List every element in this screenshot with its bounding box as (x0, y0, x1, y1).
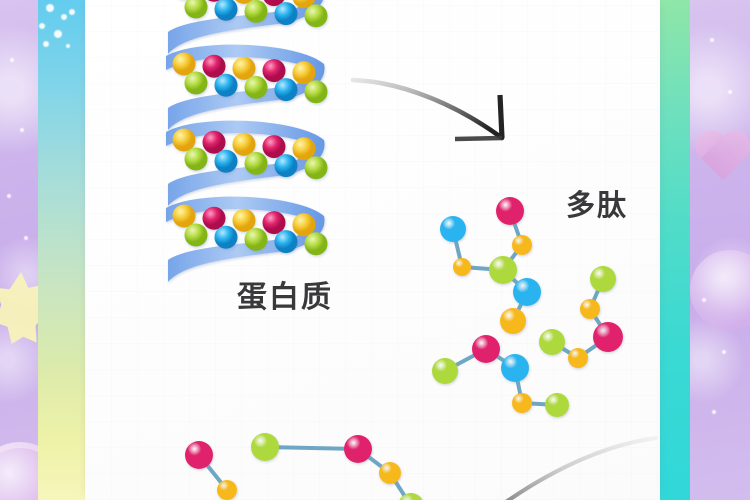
sparkle-dot (24, 236, 28, 240)
helix-bead (292, 213, 316, 237)
molecule-atom (217, 480, 237, 500)
molecule-atom (500, 308, 526, 334)
helix-bead (262, 135, 286, 159)
helix-ribbon-turn (166, 196, 325, 282)
helix-bead (214, 149, 238, 173)
sparkle-dot (710, 38, 714, 42)
molecule-atom (568, 348, 588, 368)
molecule-atom (432, 358, 458, 384)
molecule-atom (513, 278, 541, 306)
helix-ribbon-turn (166, 120, 325, 206)
molecule-atoms (185, 433, 423, 500)
bubble-decoration-right (690, 250, 750, 330)
helix-beads (172, 0, 328, 256)
sparkle-dot (10, 58, 14, 62)
molecule-atom (185, 441, 213, 469)
helix-bead (202, 206, 226, 230)
helix-bead (304, 80, 328, 104)
helix-bead (232, 56, 256, 80)
background-right-purple (690, 0, 750, 500)
helix-bead (274, 2, 298, 26)
helix-bead (214, 0, 238, 21)
helix-bead (292, 0, 316, 9)
helix-bead (207, 0, 221, 2)
molecule-atom (512, 235, 532, 255)
heart-icon (692, 132, 750, 190)
protein-helix (166, 0, 328, 282)
helix-bead (172, 128, 196, 152)
helix-bead (244, 75, 268, 99)
molecule-atom (453, 258, 471, 276)
molecule-atom (399, 493, 423, 500)
molecule-atom (251, 433, 279, 461)
helix-bead (274, 230, 298, 254)
molecule-atoms (432, 197, 623, 417)
molecule-atom (344, 435, 372, 463)
helix-bead (274, 154, 298, 178)
molecule-atom (489, 256, 517, 284)
helix-bead (184, 223, 208, 247)
molecule-atom (539, 329, 565, 355)
sparkle-dot (46, 4, 54, 12)
helix-bead (172, 52, 196, 76)
gradient-strip-left (38, 0, 85, 500)
sparkle-dot (69, 9, 75, 15)
helix-bead (244, 227, 268, 251)
helix-bead (184, 147, 208, 171)
helix-bead (214, 73, 238, 97)
helix-bead (274, 78, 298, 102)
molecule-atom (593, 322, 623, 352)
helix-bead (232, 132, 256, 156)
sparkle-dot (66, 44, 70, 48)
helix-bead (184, 0, 208, 19)
sparkle-dot (722, 350, 726, 354)
molecule-atom (496, 197, 524, 225)
label-protein: 蛋白质 (237, 280, 333, 315)
molecule-atom (472, 335, 500, 363)
helix-bead (262, 59, 286, 83)
molecule-atom (440, 216, 466, 242)
helix-bead (202, 54, 226, 78)
sparkle-dot (54, 30, 62, 38)
helix-bead (214, 225, 238, 249)
molecule-atom (590, 266, 616, 292)
sparkle-dot (712, 410, 716, 414)
helix-bead (304, 4, 328, 28)
helix-bead (304, 232, 328, 256)
protein-to-peptide-arrow (350, 77, 505, 142)
helix-bead (172, 204, 196, 228)
molecule-atom (379, 462, 401, 484)
background-left-purple (0, 0, 66, 500)
molecule-bond (263, 445, 360, 451)
sparkle-dot (20, 128, 24, 132)
bottom-molecule (185, 433, 423, 500)
helix-bead (262, 211, 286, 235)
helix-bead (202, 130, 226, 154)
helix-bead (292, 61, 316, 85)
molecule-atom (545, 393, 569, 417)
helix-bead (244, 151, 268, 175)
helix-bead (292, 137, 316, 161)
molecule-atom (512, 393, 532, 413)
helix-bead (304, 156, 328, 180)
label-peptide: 多肽 (566, 188, 629, 222)
sparkle-dot (702, 298, 706, 302)
molecule-atom (580, 299, 600, 319)
sparkle-dot (728, 90, 732, 94)
gradient-strip-right (660, 0, 690, 500)
sparkle-dot (61, 14, 67, 20)
molecule-atom (501, 354, 529, 382)
helix-bead (244, 0, 268, 23)
sparkle-dot (39, 23, 45, 29)
peptide-to-next-arrow (505, 435, 659, 500)
peptide-molecule (432, 197, 623, 417)
helix-ribbon-turn (166, 44, 325, 130)
sparkle-dot (7, 194, 11, 198)
sparkle-dot (43, 41, 49, 47)
helix-bead (184, 71, 208, 95)
helix-bead (232, 208, 256, 232)
